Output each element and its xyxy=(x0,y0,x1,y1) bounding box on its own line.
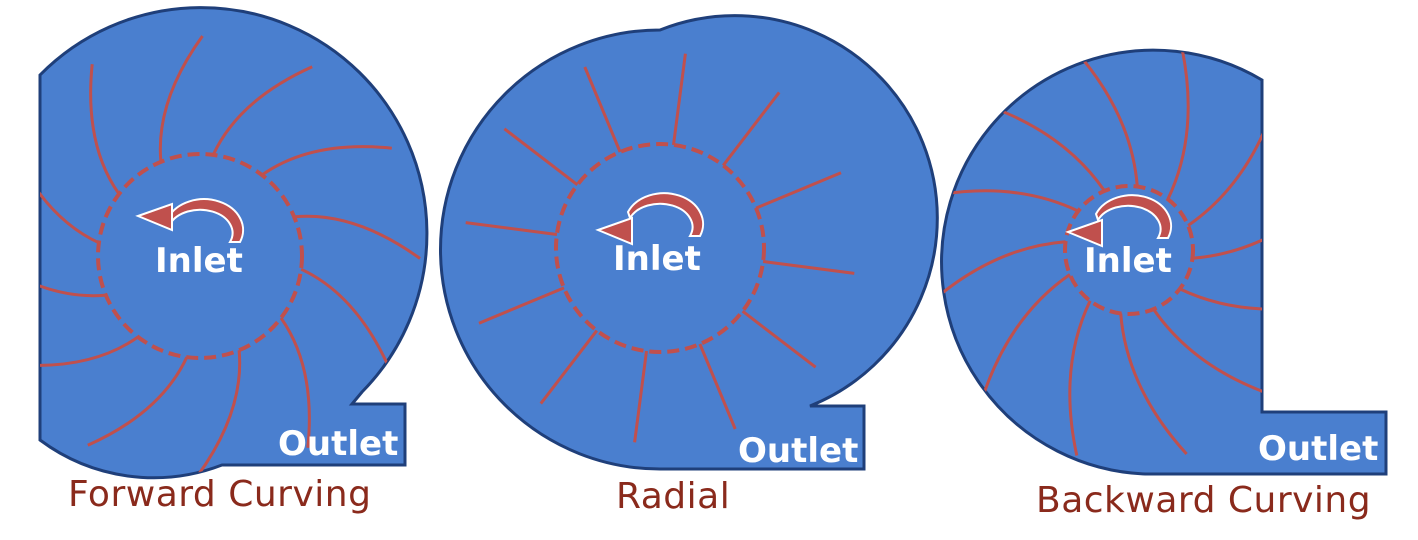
fan-blade xyxy=(89,64,121,195)
fan-blade xyxy=(261,145,392,177)
hub-backward xyxy=(1063,184,1195,316)
fan-blade xyxy=(40,143,100,245)
outlet-label-forward: Outlet xyxy=(278,424,398,464)
fan-blade xyxy=(741,310,817,369)
fan-blade xyxy=(539,329,598,405)
curved-arrow-icon xyxy=(166,198,245,243)
fan-blade xyxy=(698,343,737,430)
fan-blade xyxy=(672,53,687,146)
inlet-label-radial: Inlet xyxy=(613,239,701,279)
fan-blade xyxy=(279,317,311,448)
fan-blade xyxy=(87,356,189,447)
fan-forward-curving: Inlet Outlet xyxy=(38,6,429,480)
arrowhead-icon xyxy=(595,216,633,246)
fan-blade xyxy=(722,91,781,167)
fan-blade xyxy=(1166,50,1190,200)
arrowhead-icon xyxy=(135,202,173,232)
blades-backward xyxy=(941,50,1335,456)
fan-blade xyxy=(1119,313,1188,456)
caption-radial: Radial xyxy=(616,476,731,517)
fan-blade xyxy=(196,350,242,477)
fan-blade xyxy=(755,171,842,210)
fan-radial: Inlet Outlet xyxy=(439,14,939,471)
fan-blade xyxy=(40,335,139,367)
hub-forward xyxy=(96,152,304,360)
fan-blade xyxy=(158,35,204,162)
caption-forward-curving: Forward Curving xyxy=(68,474,372,515)
fan-blade xyxy=(503,127,579,186)
outlet-label-radial: Outlet xyxy=(738,431,858,471)
curved-arrow-icon xyxy=(1094,194,1173,239)
fan-blade xyxy=(478,286,565,325)
fan-blade xyxy=(465,221,558,236)
fan-blade xyxy=(583,66,622,153)
fan-blade xyxy=(40,252,106,298)
fan-blade xyxy=(211,65,313,156)
fan-blade xyxy=(1068,300,1092,456)
curved-arrow-icon xyxy=(626,192,705,237)
fan-blade xyxy=(941,240,1066,309)
fan-blade xyxy=(300,267,391,369)
arrowhead-icon xyxy=(1065,218,1103,248)
inlet-label-backward: Inlet xyxy=(1084,241,1172,281)
fan-blade xyxy=(1152,308,1282,400)
blades-radial xyxy=(465,53,855,443)
housing-radial xyxy=(439,14,939,471)
fan-blade xyxy=(633,350,648,443)
housing-backward xyxy=(940,48,1388,476)
outlet-label-backward: Outlet xyxy=(1258,429,1378,469)
hub-radial xyxy=(554,142,766,354)
fan-backward-curving: Inlet Outlet xyxy=(940,48,1388,476)
fan-blade xyxy=(762,260,855,275)
inlet-label-forward: Inlet xyxy=(155,241,243,281)
blades-forward xyxy=(40,35,421,477)
fan-blade xyxy=(294,214,421,260)
fan-blade xyxy=(979,273,1071,403)
caption-backward-curving: Backward Curving xyxy=(1036,480,1372,521)
